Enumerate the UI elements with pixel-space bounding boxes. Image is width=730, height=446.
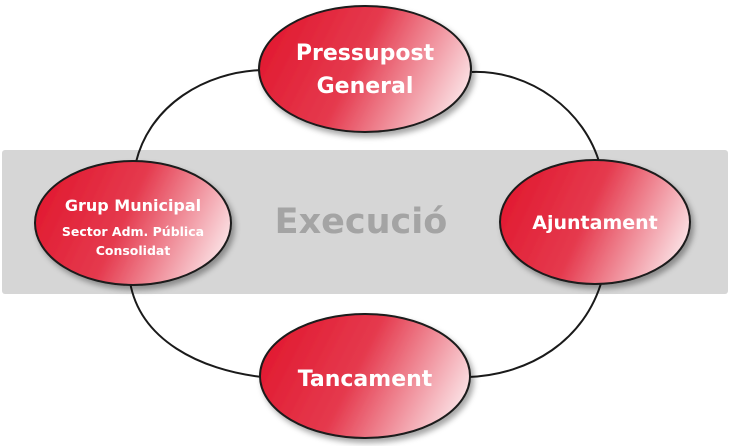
band-label: Execució: [275, 202, 448, 242]
node-grup-municipal[interactable]: Grup Municipal Sector Adm. Pública Conso…: [34, 160, 232, 286]
connector-top-right: [471, 70, 601, 166]
node-top-line-2: General: [317, 74, 414, 99]
node-tancament[interactable]: Tancament: [259, 313, 471, 439]
connector-left-top: [135, 69, 263, 163]
node-top-line-1: Pressupost: [296, 41, 435, 66]
node-bottom-line-1: Tancament: [298, 367, 433, 392]
connector-right-bottom: [467, 279, 603, 378]
node-left-line-2: Sector Adm. Pública: [62, 224, 204, 239]
node-left-line-3: Consolidat: [96, 243, 171, 258]
node-right-line-1: Ajuntament: [532, 212, 657, 234]
connector-bottom-left: [129, 281, 263, 378]
node-left-line-1: Grup Municipal: [65, 196, 201, 215]
node-ajuntament[interactable]: Ajuntament: [499, 159, 691, 285]
node-pressupost-general[interactable]: Pressupost General: [258, 5, 472, 133]
